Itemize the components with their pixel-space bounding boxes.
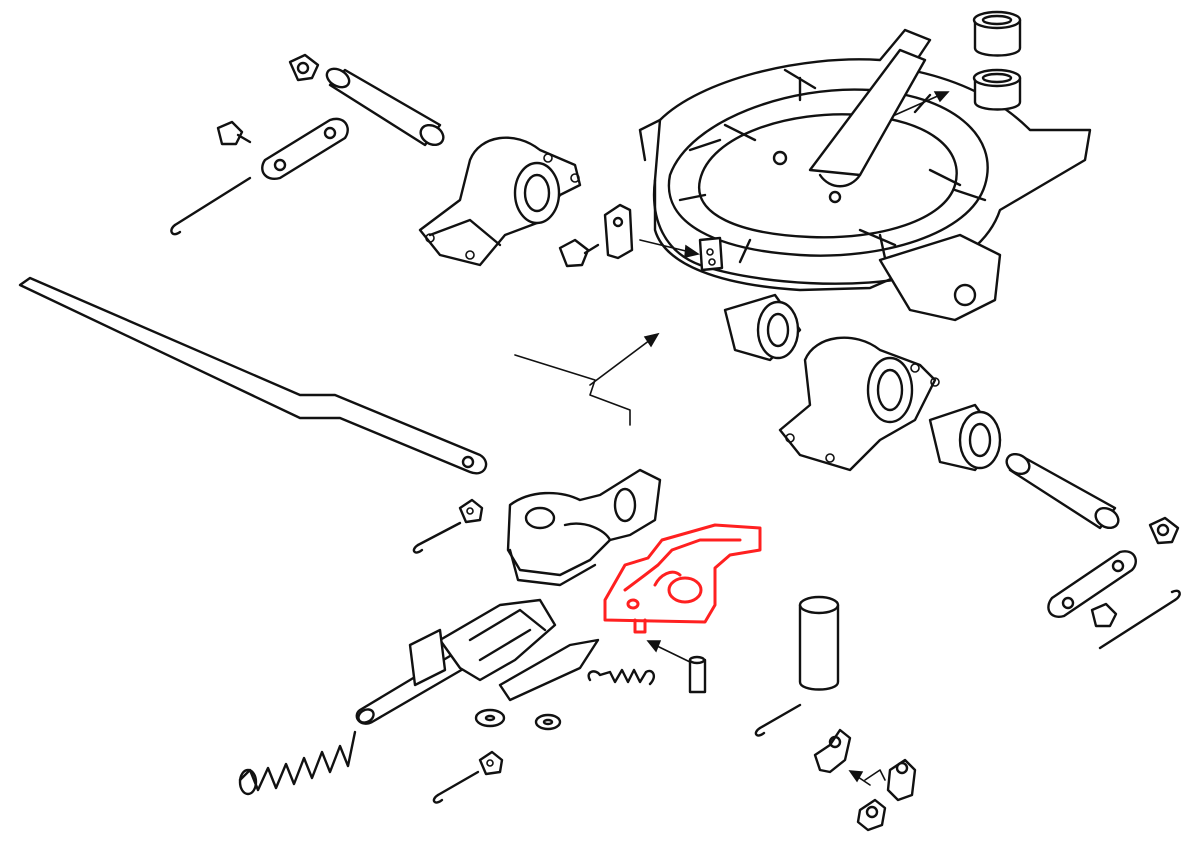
bushing-lower xyxy=(972,68,1022,111)
washer-left xyxy=(474,708,506,728)
grease-fitting-angled xyxy=(886,758,917,802)
washer-right xyxy=(534,713,562,731)
bushing-right-upper xyxy=(723,293,802,362)
pivot-pin-upper xyxy=(325,67,445,147)
nut-upper-left xyxy=(458,498,484,524)
lock-jaw xyxy=(603,523,762,634)
compression-spring xyxy=(238,730,357,796)
grease-fitting-lower xyxy=(1148,516,1180,545)
locking-cam xyxy=(506,468,662,587)
mounting-bracket-right xyxy=(778,336,940,472)
retainer-plate-lower xyxy=(1047,550,1137,618)
tension-spring xyxy=(587,668,656,686)
bolt-upper-left xyxy=(216,120,252,146)
cotter-pin-lower-center xyxy=(754,703,802,737)
grease-fitting-upper xyxy=(288,53,320,82)
plunger-housing xyxy=(408,598,557,687)
cotter-pin-left xyxy=(412,521,462,554)
pivot-pin-lower xyxy=(1005,452,1120,530)
cap-screw xyxy=(688,655,707,694)
nut-bottom xyxy=(478,750,504,776)
grease-fitting-elbow xyxy=(813,728,852,774)
cotter-pin-bottom xyxy=(432,770,480,804)
bolt-lower-right xyxy=(1090,602,1118,628)
clip-tab xyxy=(603,203,634,260)
grease-fitting-straight xyxy=(856,798,887,832)
assembly-arrows xyxy=(514,91,950,786)
retainer-plate-upper xyxy=(261,117,349,180)
bushing-upper xyxy=(972,10,1022,57)
cotter-pin-lower-right xyxy=(1098,589,1181,650)
cotter-pin-upper xyxy=(170,176,252,236)
mounting-bracket-left xyxy=(418,136,582,267)
wear-plate xyxy=(498,638,600,702)
lock-pin xyxy=(798,595,840,691)
fifth-wheel-top-plate xyxy=(638,28,1092,322)
bushing-right-lower xyxy=(928,403,1002,472)
release-handle xyxy=(18,276,488,475)
bolt-center xyxy=(558,238,600,268)
